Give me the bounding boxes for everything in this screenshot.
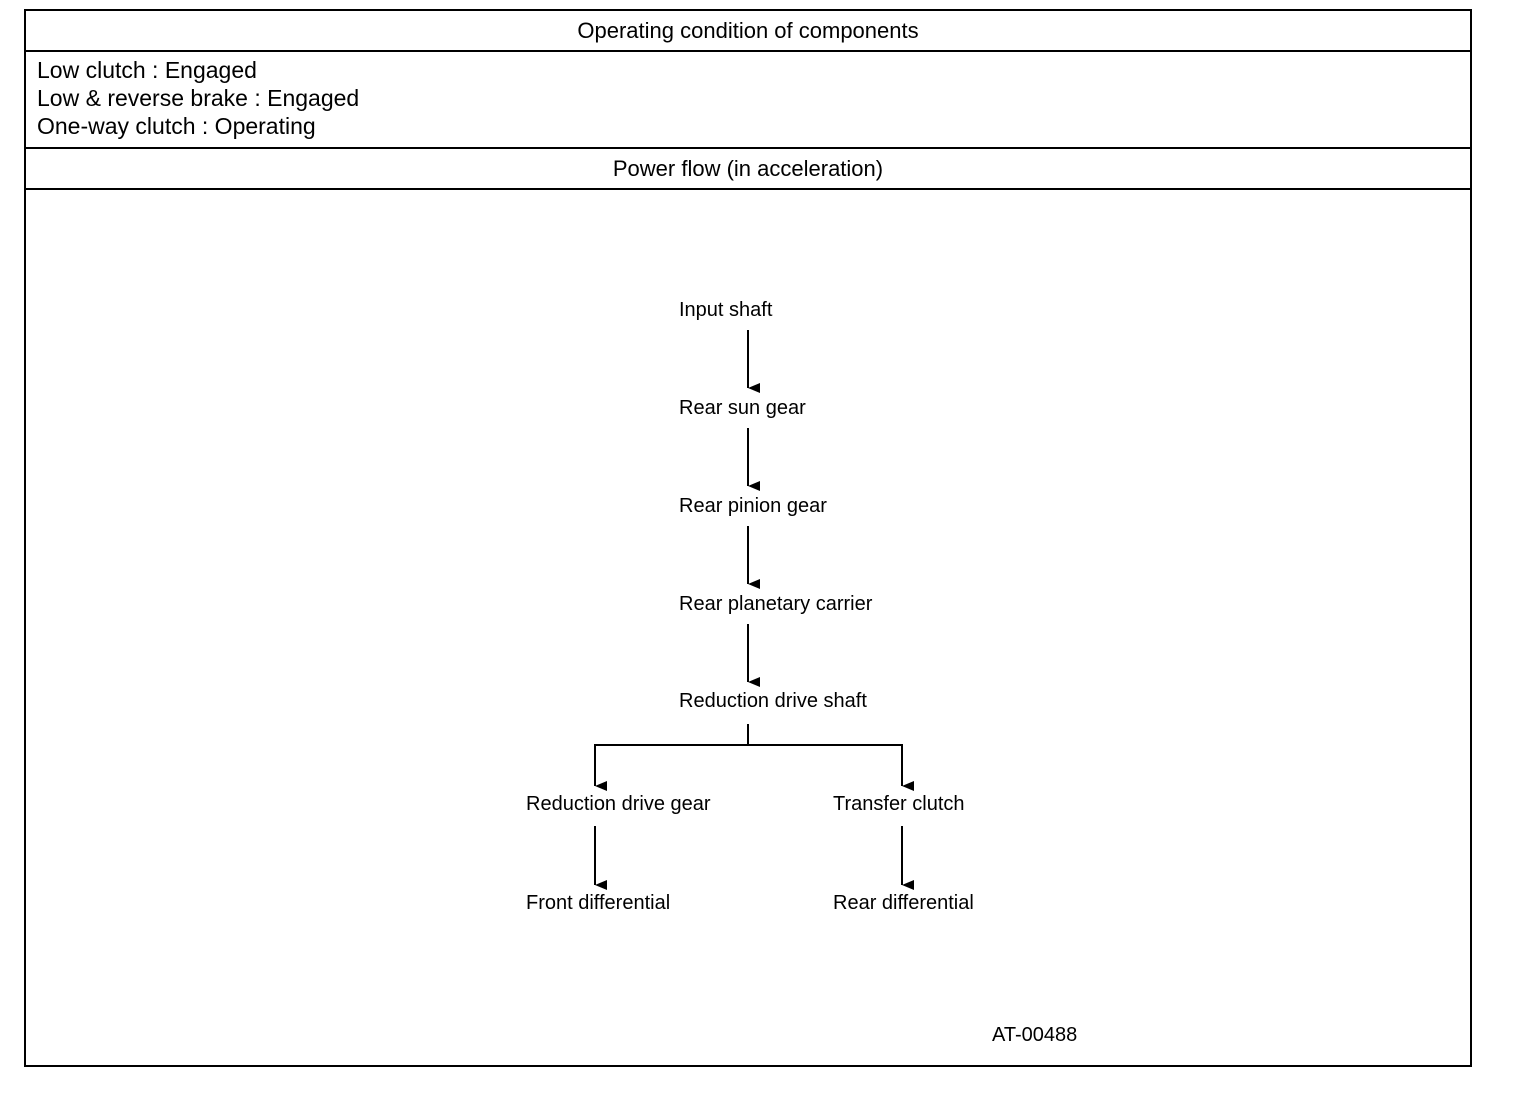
- conditions-header: Operating condition of components: [26, 11, 1470, 52]
- power-flow-header: Power flow (in acceleration): [26, 149, 1470, 190]
- node-reduction-drive-shaft: Reduction drive shaft: [679, 690, 867, 712]
- node-rear-sun-gear: Rear sun gear: [679, 397, 806, 419]
- node-front-differential: Front differential: [526, 892, 671, 914]
- condition-item: One-way clutch : Operating: [37, 113, 316, 139]
- node-rear-planetary-carrier: Rear planetary carrier: [679, 593, 873, 615]
- node-rear-pinion-gear: Rear pinion gear: [679, 495, 827, 517]
- conditions-list: Low clutch : Engaged Low & reverse brake…: [26, 52, 1470, 149]
- condition-item: Low & reverse brake : Engaged: [37, 85, 360, 111]
- diagram-frame: Operating condition of components Low cl…: [24, 9, 1472, 1067]
- figure-id: AT-00488: [992, 1024, 1078, 1046]
- node-reduction-drive-gear: Reduction drive gear: [526, 793, 711, 815]
- node-input-shaft: Input shaft: [679, 299, 773, 321]
- node-transfer-clutch: Transfer clutch: [833, 793, 965, 815]
- node-rear-differential: Rear differential: [833, 892, 974, 914]
- condition-item: Low clutch : Engaged: [37, 57, 257, 83]
